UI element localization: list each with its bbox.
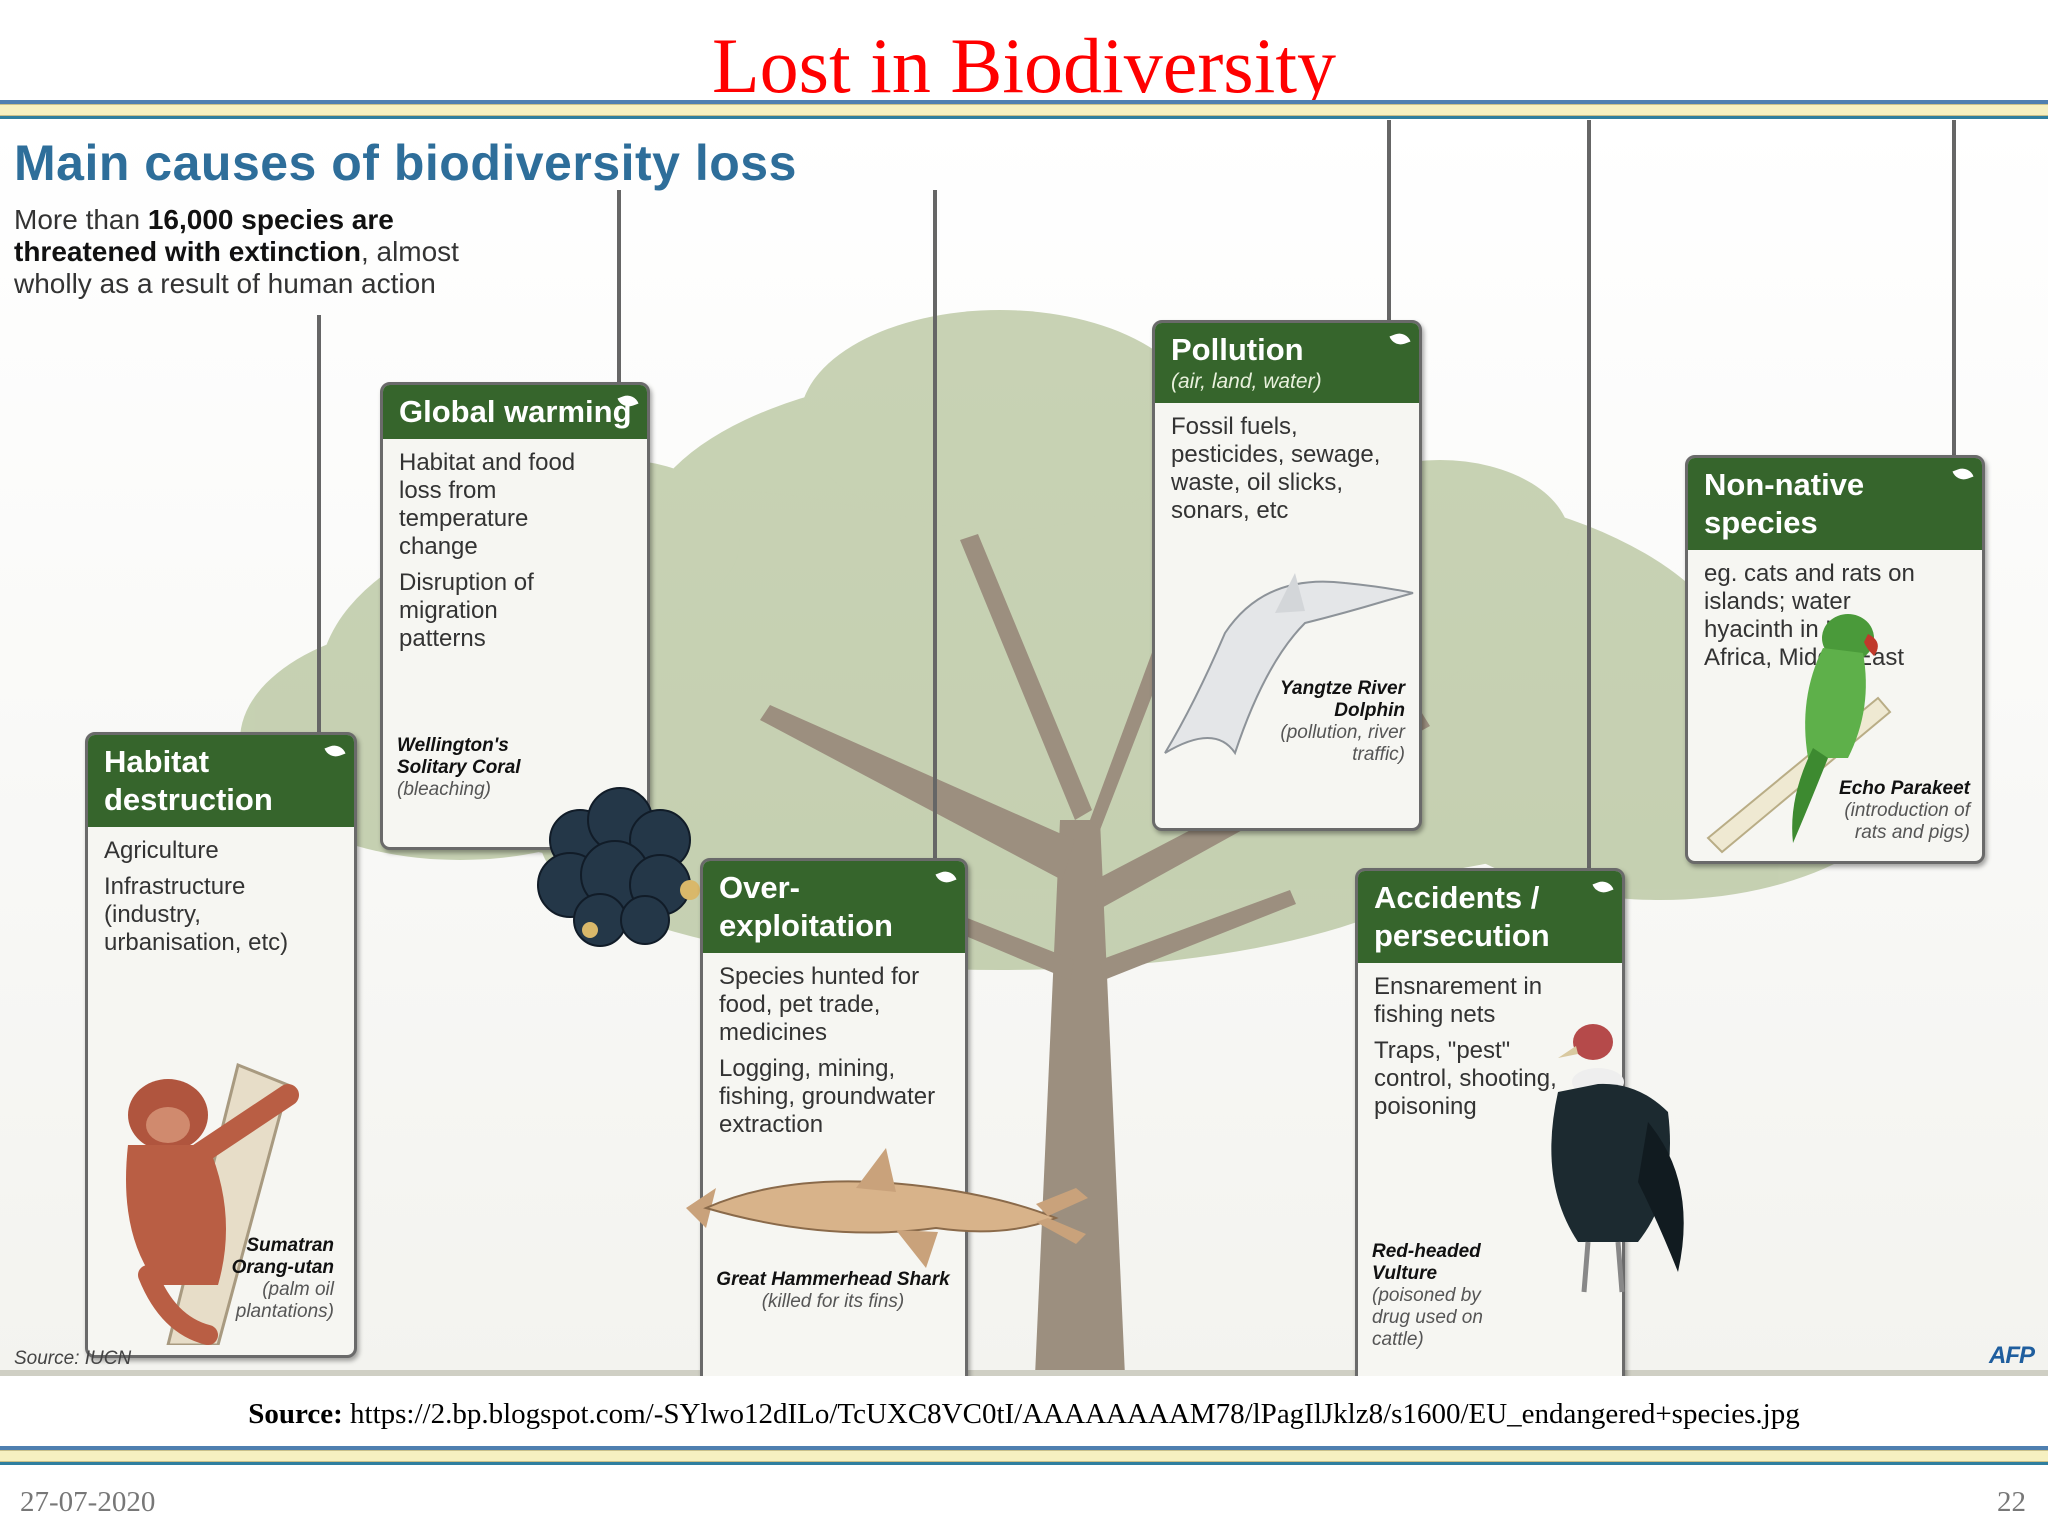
- parakeet-icon: [1706, 614, 1892, 854]
- vulture-icon: [1551, 1024, 1684, 1293]
- source-url[interactable]: https://2.bp.blogspot.com/-SYlwo12dILo/T…: [350, 1398, 1800, 1430]
- top-divider: [0, 100, 2048, 119]
- slide-number: 22: [1997, 1486, 2026, 1518]
- hanging-string: [317, 315, 321, 853]
- slide-date: 27-07-2020: [20, 1486, 156, 1518]
- afp-logo: AFP: [1989, 1342, 2035, 1369]
- infographic: Main causes of biodiversity loss More th…: [0, 120, 2048, 1376]
- hanging-string: [933, 190, 937, 987]
- infographic-intro: More than 16,000 species are threatened …: [14, 204, 459, 299]
- hanging-string: [617, 190, 621, 506]
- card-header: Over-exploitation: [703, 861, 965, 953]
- species-caption: Wellington's Solitary Coral (bleaching): [397, 735, 521, 800]
- species-caption: Yangtze River Dolphin (pollution, river …: [1280, 678, 1405, 765]
- card-body: Habitat and food loss from temperature c…: [399, 449, 576, 652]
- bottom-divider: [0, 1446, 2048, 1465]
- card-body: Species hunted for food, pet trade, medi…: [719, 963, 936, 1138]
- species-caption: Great Hammerhead Shark (killed for its f…: [716, 1269, 950, 1312]
- iucn-source-credit: Source: IUCN: [14, 1348, 132, 1369]
- card-habitat-destruction: Habitat destruction Agriculture Infrastr…: [85, 732, 357, 1358]
- card-pollution: Pollution (air, land, water) Fossil fuel…: [1152, 320, 1422, 831]
- hanging-string: [1952, 120, 1956, 455]
- card-header: Pollution (air, land, water): [1155, 323, 1419, 403]
- species-caption: Echo Parakeet (introduction of rats and …: [1839, 778, 1970, 843]
- card-non-native-species: Non-native species eg. cats and rats on …: [1685, 455, 1985, 864]
- card-body: Fossil fuels, pesticides, sewage, waste,…: [1171, 413, 1381, 524]
- species-caption: Red-headed Vulture (poisoned by drug use…: [1372, 1241, 1483, 1350]
- shark-icon: [686, 1148, 1088, 1268]
- card-over-exploitation: Over-exploitation Species hunted for foo…: [700, 858, 968, 1376]
- infographic-title: Main causes of biodiversity loss: [14, 135, 797, 191]
- species-caption: Sumatran Orang-utan (palm oil plantation…: [231, 1235, 334, 1322]
- card-header: Global warming: [383, 385, 647, 439]
- image-source-line: Source: https://2.bp.blogspot.com/-SYlwo…: [248, 1398, 1800, 1430]
- card-header: Habitat destruction: [88, 735, 354, 827]
- leaf-icon: [1592, 878, 1614, 896]
- dolphin-icon: [1164, 573, 1414, 756]
- card-body: Agriculture Infrastructure (industry, ur…: [104, 837, 289, 956]
- card-global-warming: Global warming Habitat and food loss fro…: [380, 382, 650, 850]
- leaf-icon: [324, 742, 346, 760]
- leaf-icon: [1389, 330, 1411, 348]
- coral-icon: [537, 787, 700, 947]
- leaf-icon: [1952, 465, 1974, 483]
- slide-title: Lost in Biodiversity: [712, 22, 1336, 109]
- card-accidents-persecution: Accidents / persecution Ensnarement in f…: [1355, 868, 1625, 1376]
- card-header: Non-native species: [1688, 458, 1982, 550]
- hanging-string: [1387, 120, 1391, 438]
- card-body: Ensnarement in fishing nets Traps, "pest…: [1374, 973, 1557, 1120]
- orangutan-icon: [126, 1062, 299, 1345]
- card-header: Accidents / persecution: [1358, 871, 1622, 963]
- leaf-icon: [935, 868, 957, 886]
- hanging-string: [1587, 120, 1591, 868]
